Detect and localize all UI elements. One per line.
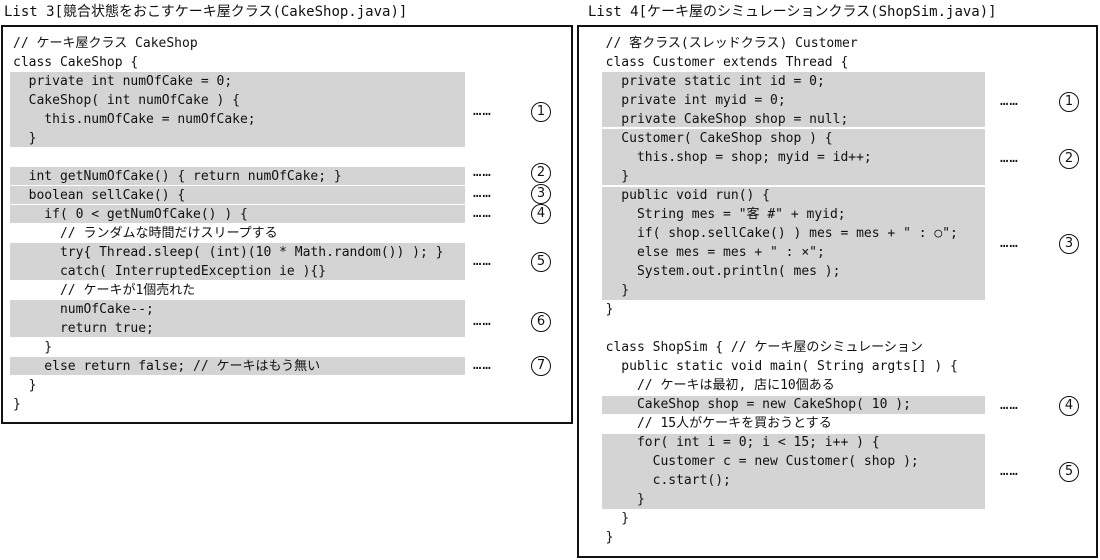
list3-highlight-3: [10, 186, 465, 204]
code-line: try{ Thread.sleep( (int)(10 * Math.rando…: [13, 245, 444, 260]
code-line: if( 0 < getNumOfCake() ) {: [13, 207, 248, 222]
code-line: // ランダムな時間だけスリープする: [13, 226, 278, 241]
list4-highlight-5: [602, 434, 985, 509]
code-line: return true;: [13, 321, 154, 336]
code-line: this.numOfCake = numOfCake;: [13, 112, 256, 127]
code-line: private static int id = 0;: [590, 74, 825, 89]
code-line: System.out.println( mes );: [590, 264, 841, 279]
marker-number-1: 1: [1059, 92, 1079, 112]
list4-highlight-1: [602, 72, 985, 127]
code-line: class Customer extends Thread {: [590, 55, 849, 70]
code-line: catch( InterruptedException ie ){}: [13, 264, 327, 279]
code-line: c.start();: [590, 473, 731, 488]
code-line: // ケーキ屋クラス CakeShop: [13, 36, 198, 51]
code-line: String mes = "客 #" + myid;: [590, 207, 846, 222]
code-line: public void run() {: [590, 188, 771, 203]
marker-number-4: 4: [1059, 396, 1079, 416]
leader-dots: ……: [1000, 150, 1019, 166]
leader-dots: ……: [1000, 463, 1019, 479]
code-line: // 15人がケーキを買おうとする: [590, 416, 832, 431]
code-line: }: [13, 131, 37, 146]
list3-highlight-5: [10, 243, 465, 280]
code-line: }: [590, 283, 630, 298]
list3-highlight-4: [10, 205, 465, 223]
code-line: int getNumOfCake() { return numOfCake; }: [13, 169, 342, 184]
code-line: }: [13, 378, 37, 393]
code-line: }: [13, 397, 21, 412]
marker-number-5: 5: [531, 252, 551, 272]
list4-caption: List 4[ケーキ屋のシミュレーションクラス(ShopSim.java)]: [588, 4, 997, 20]
list4-highlight-2: [602, 129, 985, 185]
code-line: else return false; // ケーキはもう無い: [13, 359, 321, 374]
marker-number-5: 5: [1059, 462, 1079, 482]
code-line: Customer c = new Customer( shop );: [590, 454, 919, 469]
list3-caption: List 3[競合状態をおこすケーキ屋クラス(CakeShop.java)]: [4, 4, 408, 20]
code-line: class ShopSim { // ケーキ屋のシミュレーション: [590, 340, 923, 355]
marker-number-2: 2: [531, 163, 551, 183]
code-line: numOfCake--;: [13, 302, 154, 317]
marker-number-4: 4: [531, 204, 551, 224]
code-line: }: [590, 302, 614, 317]
code-line: CakeShop( int numOfCake ) {: [13, 93, 240, 108]
code-line: for( int i = 0; i < 15; i++ ) {: [590, 435, 880, 450]
leader-dots: ……: [473, 253, 492, 269]
list3-highlight-6: [10, 300, 465, 337]
leader-dots: ……: [1000, 93, 1019, 109]
leader-dots: ……: [473, 185, 492, 201]
code-line: }: [590, 511, 630, 526]
list3-highlight-7: [10, 357, 465, 375]
code-line: class CakeShop {: [13, 55, 139, 70]
code-line: }: [590, 169, 630, 184]
code-line: CakeShop shop = new CakeShop( 10 );: [590, 397, 911, 412]
code-line: }: [13, 340, 53, 355]
code-line: // ケーキは最初, 店に10個ある: [590, 378, 835, 393]
list3-highlight-1: [10, 72, 465, 147]
code-line: if( shop.sellCake() ) mes = mes + " : ○"…: [590, 226, 958, 241]
code-line: private CakeShop shop = null;: [590, 112, 849, 127]
code-line: Customer( CakeShop shop ) {: [590, 131, 833, 146]
code-line: boolean sellCake() {: [13, 188, 186, 203]
code-line: }: [590, 492, 645, 507]
code-line: // 客クラス(スレッドクラス) Customer: [590, 36, 858, 51]
leader-dots: ……: [473, 103, 492, 119]
leader-dots: ……: [473, 313, 492, 329]
marker-number-3: 3: [531, 184, 551, 204]
marker-number-2: 2: [1059, 149, 1079, 169]
code-line: public static void main( String argts[] …: [590, 359, 958, 374]
code-line: private int numOfCake = 0;: [13, 74, 233, 89]
marker-number-6: 6: [531, 312, 551, 332]
list4-highlight-4: [602, 396, 985, 414]
code-line: this.shop = shop; myid = id++;: [590, 150, 872, 165]
leader-dots: ……: [1000, 235, 1019, 251]
leader-dots: ……: [473, 205, 492, 221]
code-line: else mes = mes + " : ×";: [590, 245, 825, 260]
marker-number-7: 7: [531, 356, 551, 376]
leader-dots: ……: [473, 164, 492, 180]
list3-highlight-2: [10, 167, 465, 185]
list4-highlight-3: [602, 187, 985, 300]
marker-number-3: 3: [1059, 234, 1079, 254]
leader-dots: ……: [473, 357, 492, 373]
leader-dots: ……: [1000, 397, 1019, 413]
code-line: // ケーキが1個売れた: [13, 283, 196, 298]
marker-number-1: 1: [531, 102, 551, 122]
code-line: }: [590, 530, 614, 545]
code-line: private int myid = 0;: [590, 93, 786, 108]
